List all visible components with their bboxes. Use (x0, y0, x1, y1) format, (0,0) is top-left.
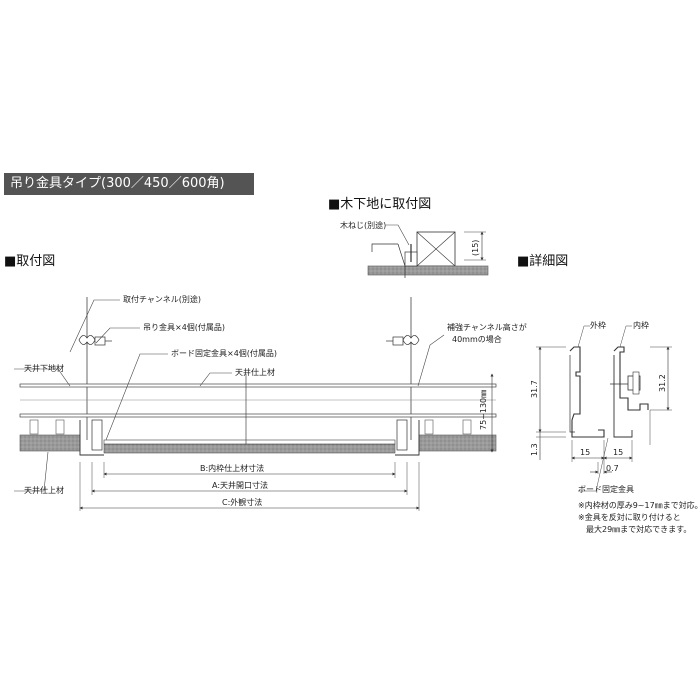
label-reinforce-1: 補強チャンネル高さが (447, 322, 527, 332)
right-hanger-bracket (386, 335, 420, 346)
label-outer-frame: 外枠 (590, 320, 606, 330)
note-3: 最大29㎜まで対応できます。 (586, 524, 691, 534)
outer-frame-right (395, 420, 420, 456)
dim-a: A:天井開口寸法 (212, 480, 268, 490)
left-hanger-bracket (78, 335, 112, 346)
dim-c: C:外観寸法 (222, 497, 262, 507)
label-wood-screw: 木ねじ(別途) (340, 220, 386, 230)
heading-mount-diagram: ■取付図 (4, 254, 56, 269)
inner-frame (103, 439, 396, 445)
inner-lid-board (103, 443, 396, 454)
label-ceiling-finish: 天井仕上材 (24, 485, 64, 495)
label-detail-bracket: ボード固定金具 (578, 484, 634, 494)
title-banner: 吊り金具タイプ(300／450／600角) (4, 173, 254, 195)
inner-frame-profile (613, 346, 649, 411)
dim-15-b: 15 (613, 448, 623, 457)
label-ceiling-finish-top: 天井仕上材 (235, 367, 275, 377)
note-2: ※金具を反対に取り付けると (578, 512, 681, 522)
ceiling-base-upper (19, 383, 497, 388)
outer-frame-left (79, 420, 104, 456)
ceiling-finish-right (418, 434, 497, 452)
dim-0-7: 0.7 (606, 464, 619, 473)
heading-wood-mount-diagram: ■木下地に取付図 (328, 197, 432, 212)
dim-31-2: 31.2 (658, 374, 667, 392)
mount-diagram: 取付チャンネル(別途) 吊り金具×4個(付属品) ボード固定金具×4個(付属品)… (14, 294, 527, 511)
dim-1-3: 1.3 (530, 443, 539, 456)
label-board-bracket: ボード固定金具×4個(付属品) (171, 348, 277, 358)
label-inner-frame: 内枠 (633, 320, 649, 330)
detail-diagram: 外枠 内枠 31.7 1.3 31.2 15 15 0.7 ボード固定金具 ※ (530, 320, 700, 534)
dim-b: B:内枠仕上材寸法 (200, 463, 264, 473)
dim-wood-15: (15) (471, 240, 480, 256)
dim-15-a: 15 (580, 448, 590, 457)
heading-detail-diagram: ■詳細図 (517, 254, 569, 269)
wood-mount-diagram: 木ねじ(別途) (15) (340, 220, 489, 278)
dim-31-7: 31.7 (530, 380, 539, 398)
label-channel: 取付チャンネル(別途) (123, 294, 201, 304)
note-1: ※内枠材の厚み9~17㎜まで対応。 (578, 500, 700, 510)
dim-height: 75~130㎜ (479, 390, 488, 430)
ceiling-base-lower (19, 413, 497, 418)
ceiling-finish-left (19, 434, 81, 452)
outer-frame-profile (569, 346, 605, 438)
label-reinforce-2: 40mmの場合 (452, 334, 502, 344)
label-ceiling-base: 天井下地材 (24, 363, 64, 373)
wood-ceiling-board (367, 265, 489, 276)
label-hanger: 吊り金具×4個(付属品) (143, 322, 225, 332)
